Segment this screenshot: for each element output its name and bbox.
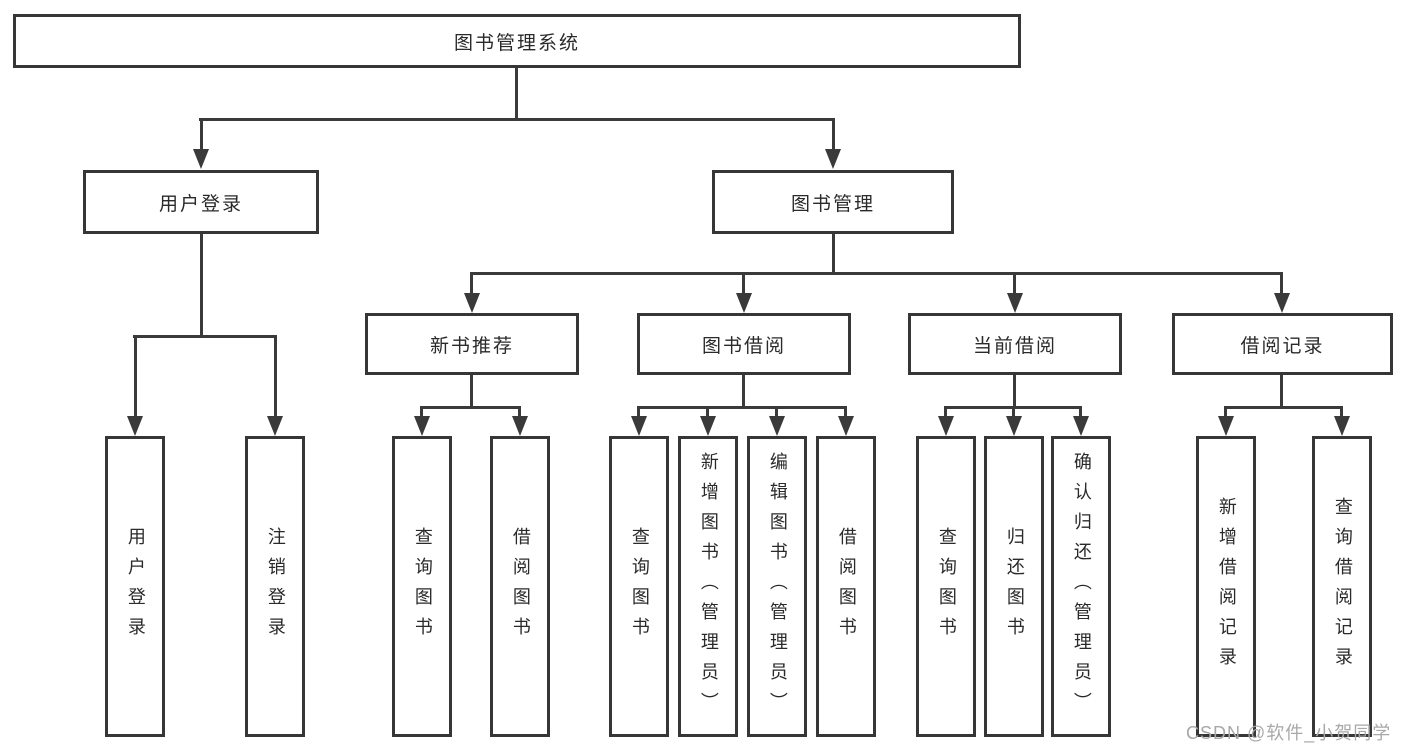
- node-current-borrowing: 当前借阅: [908, 313, 1122, 375]
- node-leaf-edit-book-admin: 编辑图书（管理员）: [747, 436, 807, 737]
- arrow-down-icon: [414, 416, 430, 436]
- connector-line: [420, 406, 423, 418]
- node-leaf-borrow-book: 借阅图书: [816, 436, 876, 737]
- node-leaf-add-book-admin: 新增图书（管理员）: [678, 436, 738, 737]
- connector-line: [420, 406, 521, 409]
- connector-line: [742, 272, 745, 295]
- connector-line: [706, 406, 709, 418]
- arrow-down-icon: [1007, 293, 1023, 313]
- node-leaf-user-login: 用户登录: [105, 436, 165, 737]
- arrow-down-icon: [769, 416, 785, 436]
- connector-line: [637, 406, 640, 418]
- connector-line: [470, 272, 473, 295]
- arrow-down-icon: [512, 416, 528, 436]
- connector-line: [1280, 375, 1283, 408]
- arrow-down-icon: [700, 416, 716, 436]
- node-leaf-confirm-return-admin: 确认归还（管理员）: [1051, 436, 1111, 737]
- node-user-login: 用户登录: [83, 170, 319, 234]
- node-label: 查询图书: [629, 526, 650, 647]
- arrow-down-icon: [631, 416, 647, 436]
- connector-line: [1280, 272, 1283, 295]
- node-leaf-return-book: 归还图书: [984, 436, 1044, 737]
- connector-line: [832, 118, 835, 150]
- node-label: 用户登录: [125, 526, 146, 647]
- node-label: 借阅图书: [836, 526, 857, 647]
- node-label: 借阅记录: [1240, 335, 1325, 357]
- arrow-down-icon: [1006, 416, 1022, 436]
- node-label: 图书管理: [790, 193, 875, 215]
- arrow-down-icon: [838, 416, 854, 436]
- node-library-management-system: 图书管理系统: [13, 14, 1021, 68]
- connector-line: [200, 234, 203, 337]
- connector-line: [775, 406, 778, 418]
- arrow-down-icon: [1073, 416, 1089, 436]
- node-label: 编辑图书（管理员）: [767, 451, 788, 722]
- node-leaf-add-borrow-record: 新增借阅记录: [1196, 436, 1256, 737]
- node-label: 注销登录: [265, 526, 286, 647]
- node-label: 当前借阅: [972, 335, 1057, 357]
- node-label: 新书推荐: [429, 335, 514, 357]
- connector-line: [515, 68, 518, 120]
- connector-line: [1224, 406, 1227, 418]
- csdn-watermark: CSDN @软件_小贺同学: [1186, 723, 1392, 743]
- arrow-down-icon: [267, 416, 283, 436]
- node-leaf-query-book-borrowing: 查询图书: [609, 436, 669, 737]
- arrow-down-icon: [736, 293, 752, 313]
- connector-line: [200, 118, 203, 150]
- connector-line: [742, 375, 745, 408]
- arrow-down-icon: [464, 293, 480, 313]
- node-leaf-query-borrow-record: 查询借阅记录: [1312, 436, 1372, 737]
- arrow-down-icon: [1334, 416, 1350, 436]
- connector-line: [1013, 375, 1016, 408]
- arrow-down-icon: [825, 149, 841, 169]
- connector-line: [199, 118, 835, 121]
- node-borrowing-records: 借阅记录: [1172, 313, 1393, 375]
- connector-line: [518, 406, 521, 418]
- node-label: 新增图书（管理员）: [698, 451, 719, 722]
- arrow-down-icon: [193, 149, 209, 169]
- connector-line: [470, 375, 473, 408]
- connector-line: [1224, 406, 1343, 409]
- connector-line: [1012, 406, 1015, 418]
- node-label: 查询图书: [936, 526, 957, 647]
- connector-line: [637, 406, 847, 409]
- connector-line: [944, 406, 947, 418]
- connector-line: [1340, 406, 1343, 418]
- connector-line: [844, 406, 847, 418]
- node-label: 图书借阅: [701, 335, 786, 357]
- arrow-down-icon: [127, 416, 143, 436]
- node-label: 图书管理系统: [453, 32, 580, 54]
- node-new-book-recommend: 新书推荐: [365, 313, 579, 375]
- connector-line: [1079, 406, 1082, 418]
- node-book-borrowing: 图书借阅: [637, 313, 851, 375]
- connector-line: [134, 335, 137, 417]
- node-label: 确认归还（管理员）: [1071, 451, 1092, 722]
- node-leaf-query-book-recommend: 查询图书: [392, 436, 452, 737]
- arrow-down-icon: [1274, 293, 1290, 313]
- node-label: 查询图书: [412, 526, 433, 647]
- connector-line: [274, 335, 277, 417]
- node-book-management: 图书管理: [712, 170, 954, 234]
- arrow-down-icon: [1218, 416, 1234, 436]
- node-leaf-borrow-book-recommend: 借阅图书: [490, 436, 550, 737]
- node-label: 归还图书: [1004, 526, 1025, 647]
- node-label: 新增借阅记录: [1216, 496, 1237, 677]
- connector-line: [832, 234, 835, 274]
- node-leaf-logout: 注销登录: [245, 436, 305, 737]
- connector-line: [1013, 272, 1016, 295]
- node-label: 用户登录: [158, 193, 243, 215]
- node-label: 查询借阅记录: [1332, 496, 1353, 677]
- connector-line: [470, 272, 1283, 275]
- arrow-down-icon: [938, 416, 954, 436]
- node-label: 借阅图书: [510, 526, 531, 647]
- connector-line: [133, 335, 276, 338]
- node-leaf-query-book-current: 查询图书: [916, 436, 976, 737]
